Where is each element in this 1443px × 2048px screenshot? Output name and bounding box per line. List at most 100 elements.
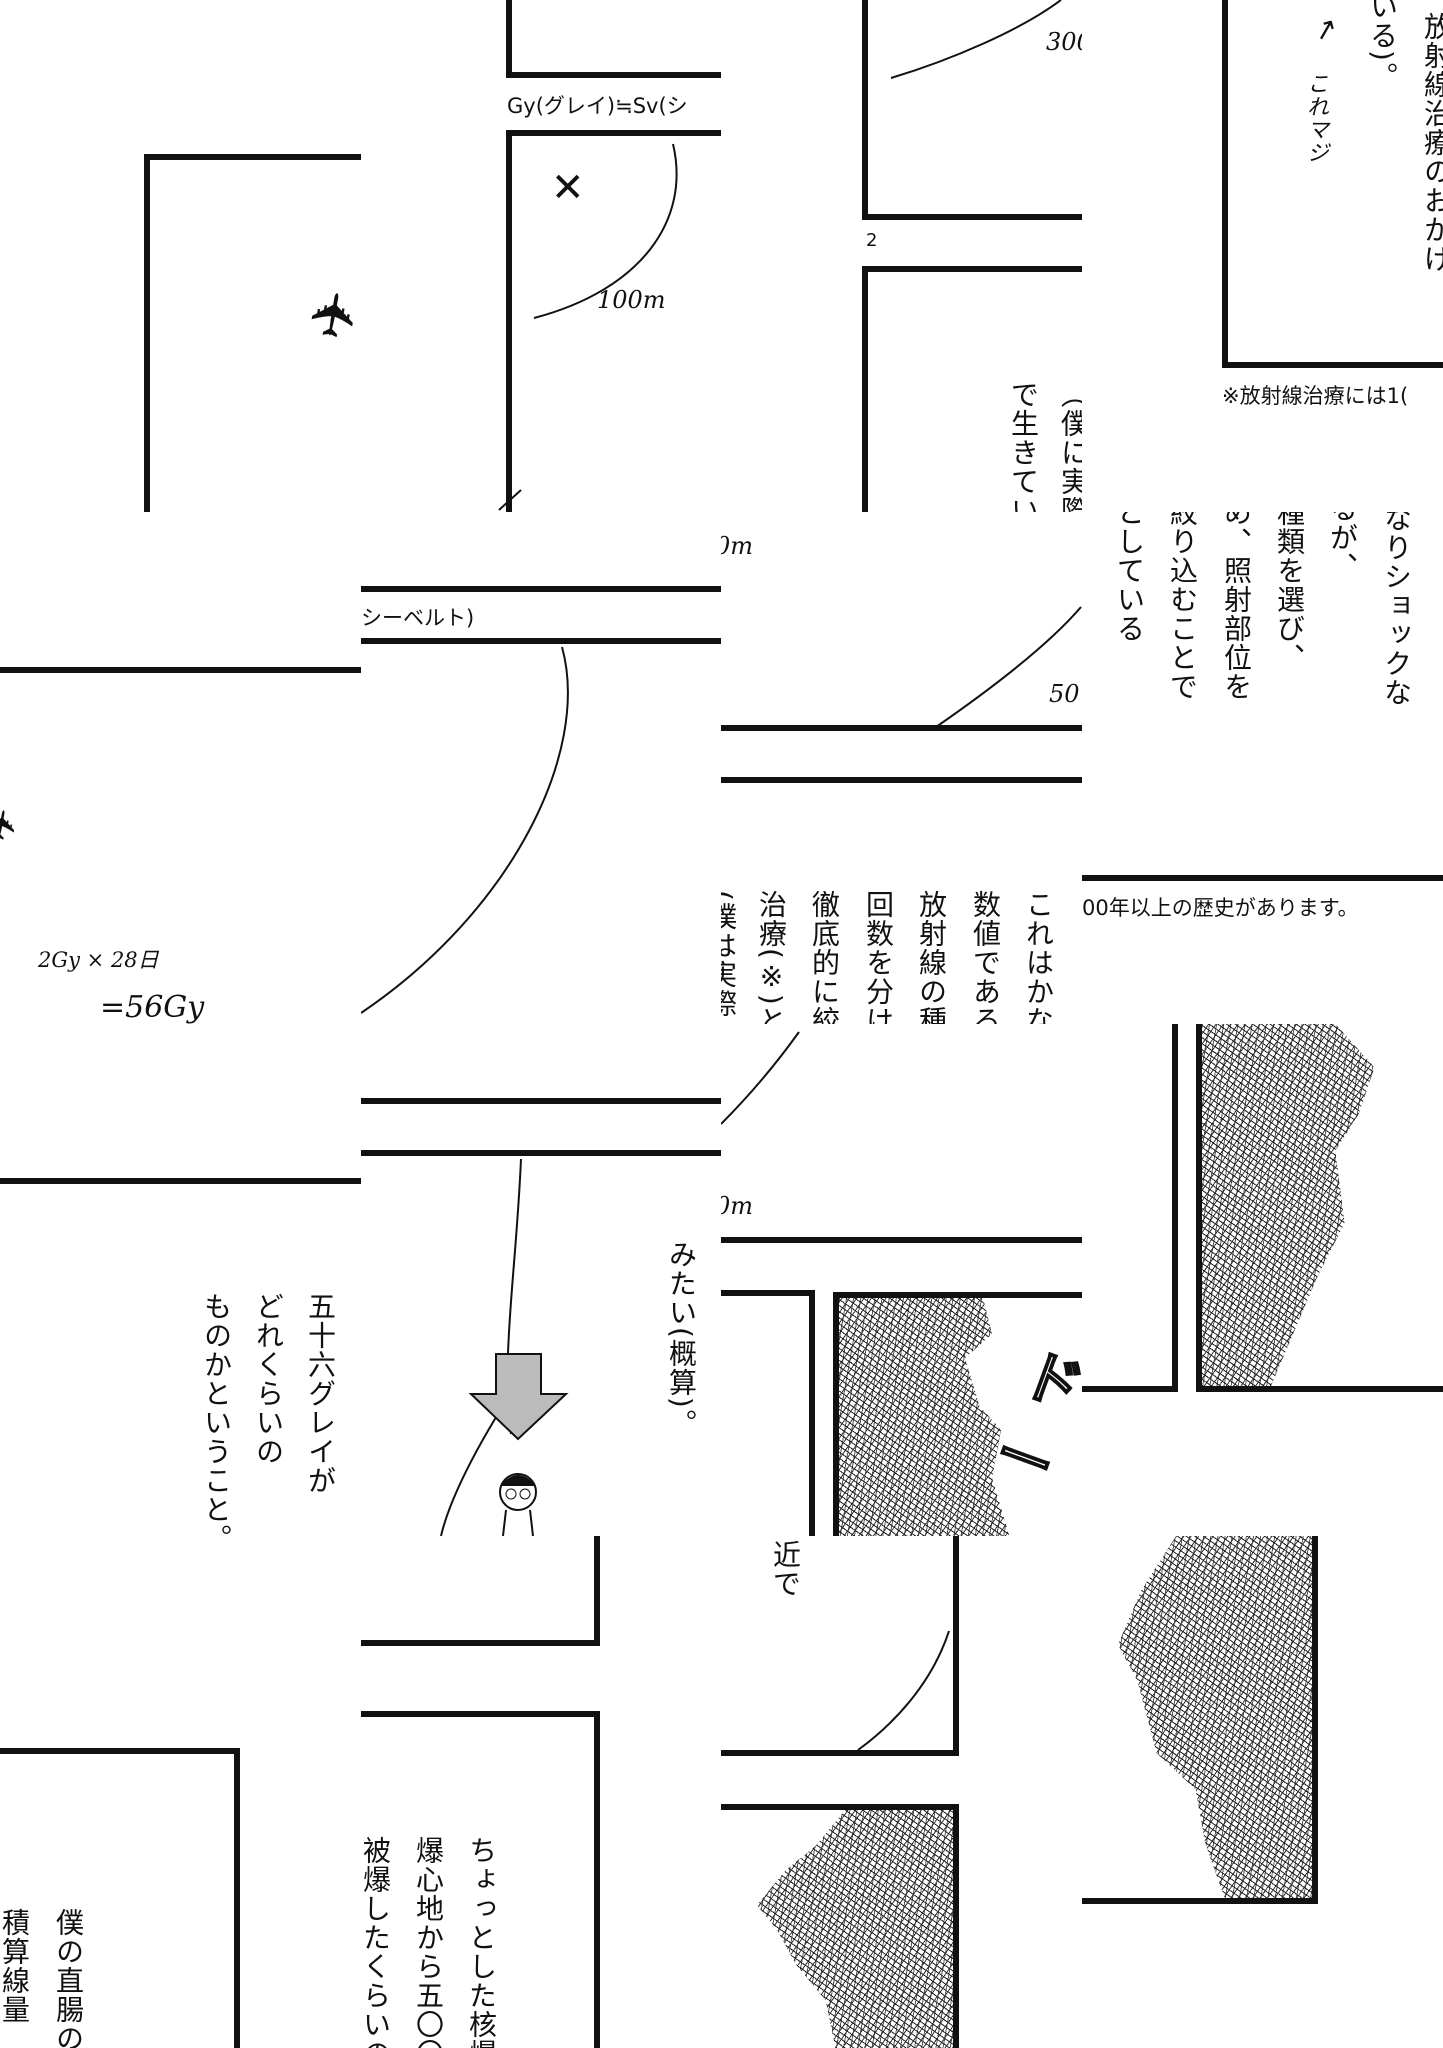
narration-text: で生きてい [1007,380,1040,512]
narration-text: 五十六グレイが [304,1292,337,1495]
tile-arrow-panel: みたい(概算)。 [361,1024,722,1536]
panel-border [1082,875,1443,881]
tile-explosion-panel-3 [1082,1536,1443,2048]
narration-text: るが、 [1326,512,1359,581]
panel-border [0,667,361,673]
airplane-icon: ✈ [0,804,29,846]
narration-text: (僕は実際 [721,890,738,1018]
narration-text: ものかということ。 [200,1292,233,1536]
down-arrow-icon [468,1353,569,1441]
tile-explosion-panel-2 [1082,1024,1443,1536]
panel-border [721,1237,1082,1243]
narration-text: 放射線の種 [915,890,948,1024]
panel-border [721,1290,813,1296]
narration-text: 絞り込むことで [1166,512,1199,701]
panel-border [1196,1386,1443,1392]
panel-border [144,154,150,512]
panel-border [361,1098,722,1104]
footnote: 00年以上の歴史があります。 [1082,896,1359,920]
narration-text: としている [1113,512,1146,643]
panel-border [506,72,722,78]
tile-plane-panel: ✈ [0,0,361,512]
explosion-screentone [1118,1536,1312,1898]
distance-label: 100m [597,286,666,314]
narration-text: これはかな [1022,890,1055,1024]
panel-border [506,130,512,512]
panel-border [0,1178,361,1184]
tile-near-panel: 近で [721,1536,1082,2048]
dose-total: =56Gy [100,990,205,1024]
tile-unit-panel: Gy(グレイ)≒Sv(シ ✕ 100m [361,0,722,512]
panel-border [721,777,1082,783]
unit-caption: Gy(グレイ)≒Sv(シ [507,94,688,118]
panel-border [809,1290,815,1536]
narration-text: 放射線治療のおかげ [1420,12,1443,273]
narration-text: みたい(概算)。 [665,1240,698,1438]
arrow-up-icon: ↑ [1307,10,1345,51]
character-face-icon [499,1473,537,1536]
panel-border [506,0,512,78]
panel-border [594,1536,600,1646]
panel-border [361,1711,600,1717]
tile-sievert-panel: シーベルト) [361,512,722,1024]
unit-caption: シーベルト) [361,606,475,630]
narration-text: 種類を選び、 [1273,512,1306,672]
tile-footnote-panel: 放射線治療のおかげ いる)。 ↑ これマジ ※放射線治療には1( [1082,0,1443,512]
narration-text: 僕の直腸の [52,1908,85,2048]
panel-border [361,1640,600,1646]
ground-zero-mark-icon: ✕ [551,165,585,211]
handwritten-note: これマジ [1303,72,1328,164]
narration-text: どれくらいの [252,1292,285,1466]
panel-border [361,1150,722,1156]
panel-border [953,1804,959,2048]
panel-border [862,214,1082,220]
narration-text: 数値である [969,890,1002,1024]
panel-border [833,1292,839,1536]
tile-text-panel-2: なりショックな るが、 種類を選び、 め、照射部位を 絞り込むことで としている… [1082,512,1443,1024]
panel-border [144,154,361,160]
narration-text: なりショックな [1380,512,1413,707]
panel-border [721,1750,959,1756]
narration-text: （僕に実際 [1057,380,1082,512]
distance-label: 50 [1049,680,1080,708]
panel-border [0,1748,240,1754]
narration-text: ちょっとした核爆弾を [465,1836,498,2048]
panel-border [1222,0,1228,368]
panel-border [862,0,868,220]
panel-border [1082,1386,1178,1392]
tile-calc-panel: ✈ 2Gy × 28日 =56Gy [0,512,361,1024]
narration-text: いる)。 [1366,0,1399,91]
narration-text: め、照射部位を [1220,512,1253,701]
narration-text: 徹底的に絞 [808,890,841,1024]
tile-text-panel: 0m 50 これはかな 数値である 放射線の種 回数を分け 徹底的に絞 治療(※… [721,512,1082,1024]
airplane-icon: ✈ [296,284,361,346]
panel-border [862,266,868,512]
narration-text: 爆心地から五〇〇M付 [412,1836,445,2048]
panel-border [234,1748,240,2048]
distance-label: 0m [721,532,754,560]
distance-label: 0m [721,1192,754,1220]
panel-border [1222,362,1443,368]
panel-border [721,725,1082,731]
narration-text: 近で [769,1540,802,1598]
panel-border [1312,1536,1318,1904]
panel-number: 2 [866,230,878,251]
panel-border [953,1536,959,1756]
footnote: ※放射線治療には1( [1222,384,1409,408]
narration-text: 治療(※)と [755,890,788,1024]
explosion-screentone [1202,1024,1375,1386]
dose-calc: 2Gy × 28日 [38,948,159,972]
panel-border [1082,1898,1318,1904]
panel-border [833,1292,1082,1298]
tile-dose-panel: 僕の直腸の 積算線量 [0,1536,361,2048]
panel-border [1196,1024,1202,1392]
narration-text: 被爆したくらいの線量 [361,1836,392,2048]
narration-text: 積算線量 [0,1908,31,2024]
panel-border [361,586,722,592]
panel-border [1172,1024,1178,1392]
panel-border [862,266,1082,272]
tile-distance-panel: 300 2 （僕に実際 で生きてい [721,0,1082,512]
tile-explosion-panel: 0m ドー [721,1024,1082,1536]
panel-border [594,1711,600,2048]
narration-text: 回数を分け [862,890,895,1024]
